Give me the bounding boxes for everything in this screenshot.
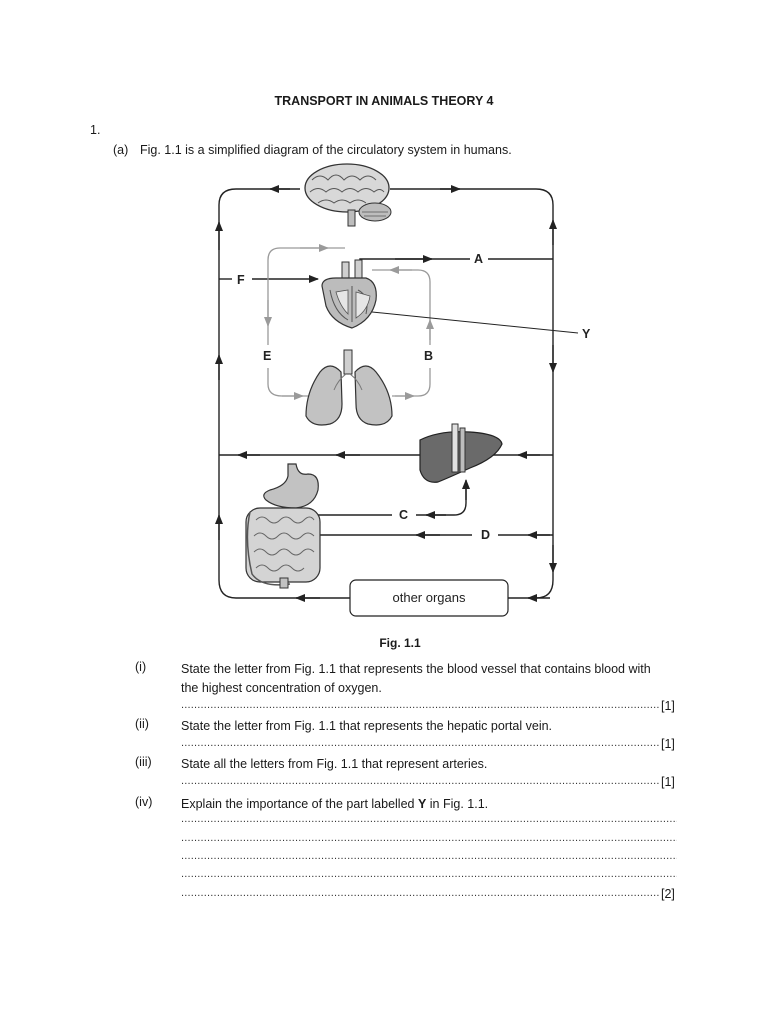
mark-allocation: [1] (661, 775, 675, 789)
circulatory-system-diagram: A F Y E B C D other organs (215, 163, 591, 617)
part-a-label: (a) (113, 143, 129, 157)
other-organs-label: other organs (393, 590, 466, 605)
answer-line[interactable]: ........................................… (181, 850, 677, 862)
subquestion-label: (iv) (135, 795, 153, 809)
label-y: Y (582, 327, 591, 341)
label-e: E (263, 349, 271, 363)
question-number: 1. (90, 123, 101, 137)
pulmonary-loop (264, 244, 434, 400)
answer-line[interactable]: ........................................… (181, 868, 677, 880)
figure-caption: Fig. 1.1 (379, 636, 421, 650)
y-pointer-line (371, 311, 579, 334)
digestive-system-icon (245, 463, 321, 589)
label-a: A (474, 252, 483, 266)
page-title: TRANSPORT IN ANIMALS THEORY 4 (274, 94, 494, 108)
subquestion-text: State the letter from Fig. 1.1 that repr… (181, 662, 651, 676)
digestive-vessels (219, 451, 553, 539)
subquestion-label: (iii) (135, 755, 152, 769)
subquestion-text-pre: Explain the importance of the part label… (181, 797, 418, 811)
subquestion-label: (i) (135, 660, 147, 674)
lungs-icon (305, 349, 393, 426)
mark-allocation: [1] (661, 699, 675, 713)
subquestion-text: State all the letters from Fig. 1.1 that… (181, 757, 488, 771)
subquestion-text: the highest concentration of oxygen. (181, 681, 382, 695)
answer-line[interactable]: ........................................… (181, 699, 659, 711)
subquestion-text: Explain the importance of the part label… (181, 795, 488, 814)
brain-icon (304, 163, 392, 227)
answer-line[interactable]: ........................................… (181, 813, 677, 825)
vessel-c (318, 485, 467, 516)
subquestion-text: State the letter from Fig. 1.1 that repr… (181, 719, 553, 733)
answer-line[interactable]: ........................................… (181, 887, 659, 899)
subquestion-label: (ii) (135, 717, 149, 731)
other-organs-box (349, 579, 509, 617)
systemic-loop (215, 185, 557, 602)
label-d: D (481, 528, 490, 542)
label-c: C (399, 508, 408, 522)
subquestion-text-bold: Y (417, 797, 427, 811)
brain-supply-vessel (390, 188, 554, 599)
answer-line[interactable]: ........................................… (181, 832, 677, 844)
answer-line[interactable]: ........................................… (181, 737, 659, 749)
answer-line[interactable]: ........................................… (181, 775, 659, 787)
label-f: F (237, 273, 245, 287)
mark-allocation: [1] (661, 737, 675, 751)
brain-return-vessel (218, 188, 350, 599)
heart-icon (321, 259, 377, 329)
mark-allocation: [2] (661, 887, 675, 901)
subquestion-text-post: in Fig. 1.1. (426, 797, 489, 811)
label-b: B (424, 349, 433, 363)
part-a-text: Fig. 1.1 is a simplified diagram of the … (140, 143, 512, 157)
liver-icon (419, 423, 503, 483)
